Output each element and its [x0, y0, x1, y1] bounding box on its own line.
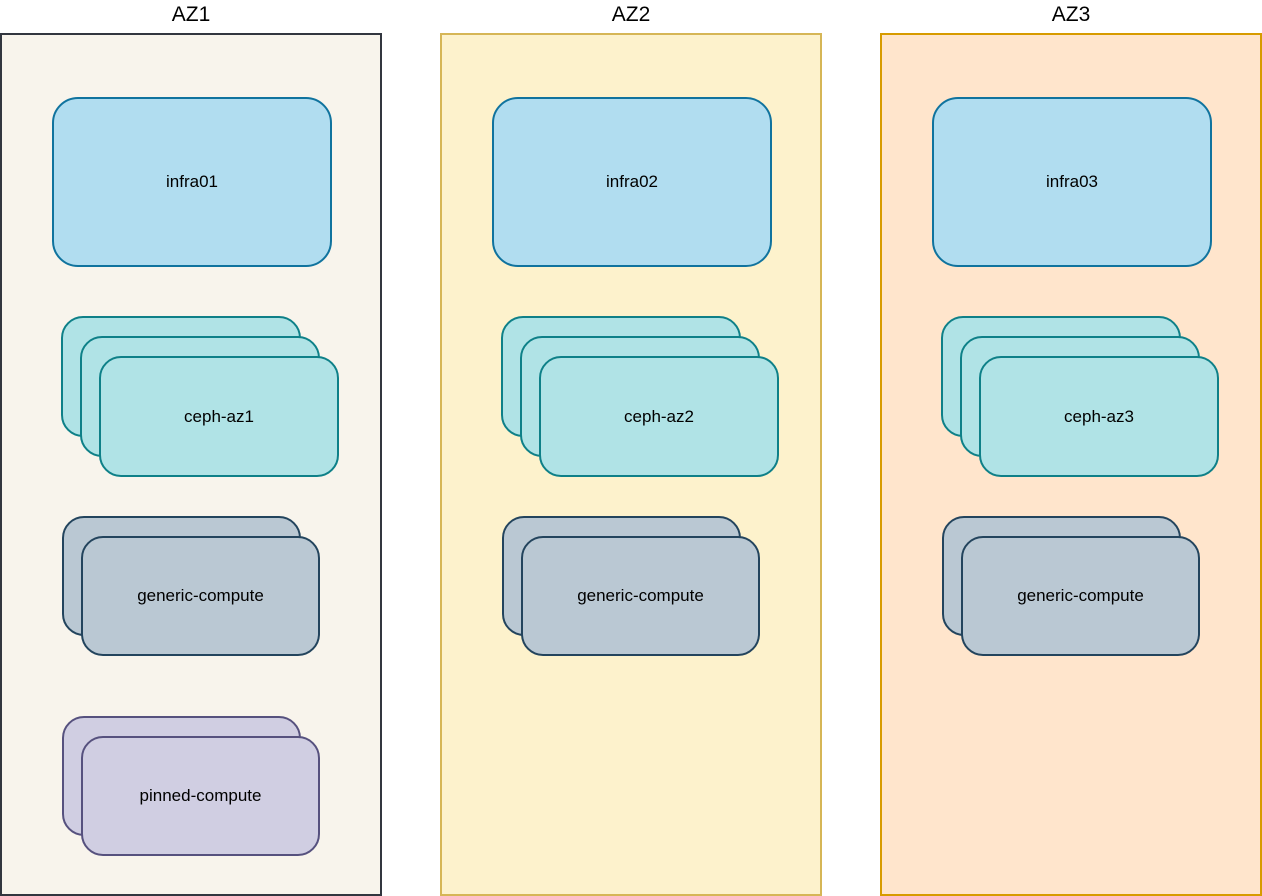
node-infra: infra02	[492, 97, 772, 267]
node-ceph: ceph-az2	[539, 356, 779, 477]
node-label: infra03	[1046, 172, 1098, 191]
zone-az1: AZ1 infra01 ceph-az1 generic-compute pinned…	[0, 0, 382, 896]
node-pinned: pinned-compute	[81, 736, 320, 856]
zone-title: AZ3	[1051, 3, 1091, 26]
zone-az2: AZ2 infra02 ceph-az2 generic-compute	[440, 0, 822, 896]
zone-title: AZ1	[171, 3, 211, 26]
node-label: ceph-az3	[1064, 406, 1134, 426]
zone-box: infra02 ceph-az2 generic-compute	[440, 33, 822, 896]
zone-box: infra03 ceph-az3 generic-compute	[880, 33, 1262, 896]
node-generic: generic-compute	[81, 536, 320, 656]
zone-box: infra01 ceph-az1 generic-compute pinned-com…	[0, 33, 382, 896]
node-generic: generic-compute	[961, 536, 1200, 656]
node-label: infra01	[166, 172, 218, 191]
node-label: generic-compute	[577, 586, 704, 605]
node-infra: infra03	[932, 97, 1212, 267]
node-ceph: ceph-az3	[979, 356, 1219, 477]
node-label: ceph-az1	[184, 406, 254, 426]
node-label: pinned-compute	[139, 786, 262, 805]
node-label: infra02	[606, 172, 658, 191]
node-label: generic-compute	[137, 586, 264, 605]
node-infra: infra01	[52, 97, 332, 267]
node-label: generic-compute	[1017, 586, 1144, 605]
node-label: ceph-az2	[624, 406, 694, 426]
zone-az3: AZ3 infra03 ceph-az3 generic-compute	[880, 0, 1262, 896]
node-generic: generic-compute	[521, 536, 760, 656]
node-ceph: ceph-az1	[99, 356, 339, 477]
zone-title: AZ2	[611, 3, 651, 26]
